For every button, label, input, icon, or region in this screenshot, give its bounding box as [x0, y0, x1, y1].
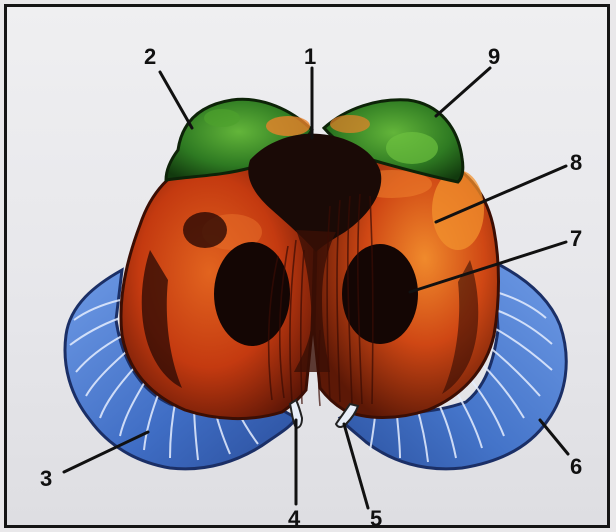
- label-7: 7: [570, 226, 582, 251]
- label-4: 4: [288, 506, 301, 531]
- left-dark-nucleus: [214, 242, 290, 346]
- label-9: 9: [488, 44, 500, 69]
- right-dark-nucleus: [342, 244, 418, 344]
- label-8: 8: [570, 150, 582, 175]
- label-6: 6: [570, 454, 582, 479]
- label-3: 3: [40, 466, 52, 491]
- label-1: 1: [304, 44, 316, 69]
- label-5: 5: [370, 506, 382, 531]
- label-2: 2: [144, 44, 156, 69]
